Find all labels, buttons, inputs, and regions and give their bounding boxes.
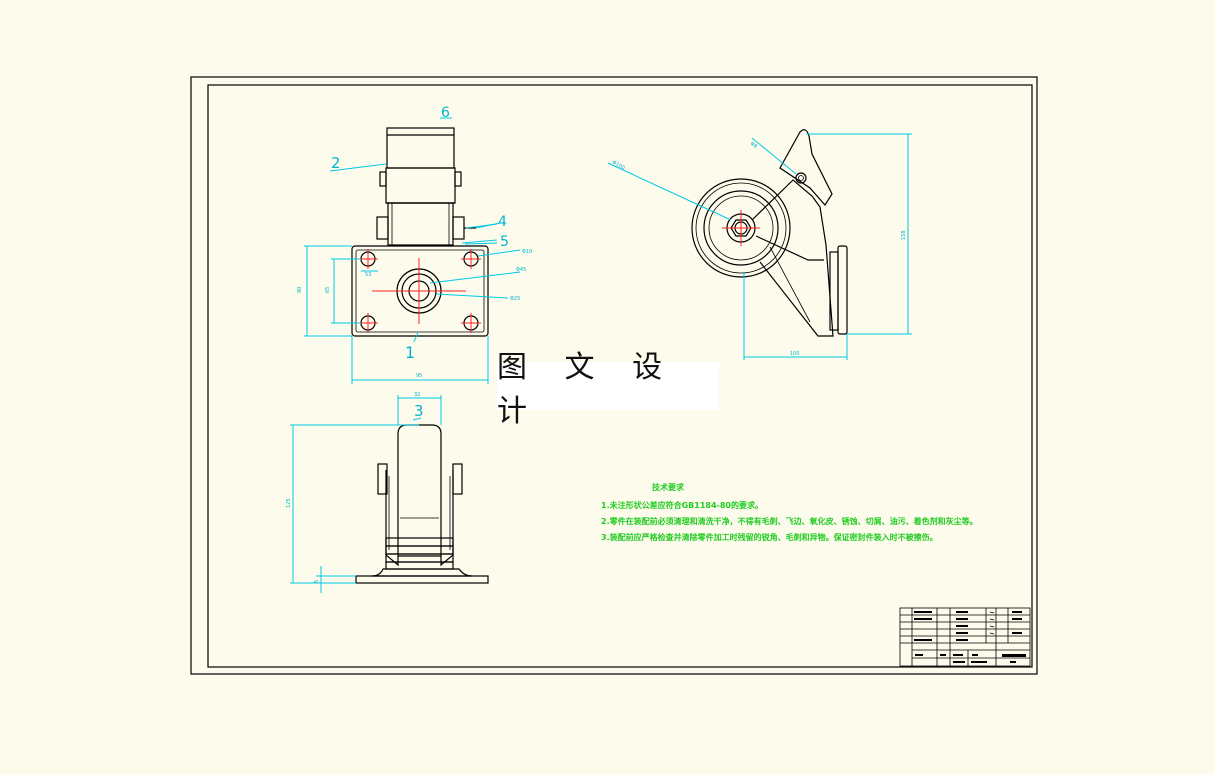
- side-view-dimensions: [607, 133, 912, 360]
- balloon-3: 3: [414, 402, 424, 420]
- svg-text:158: 158: [901, 230, 907, 240]
- svg-text:Φ45: Φ45: [516, 267, 526, 273]
- svg-text:65: 65: [325, 287, 331, 293]
- svg-text:Φ100: Φ100: [611, 160, 626, 172]
- svg-text:53: 53: [365, 272, 371, 278]
- svg-text:90: 90: [297, 287, 303, 293]
- tech-requirements: 技术要求 1.未注形状公差应符合GB1184-80的要求。 2.零件在装配前必须…: [601, 482, 978, 542]
- front-view-dimensions: [290, 395, 442, 593]
- title-block: [899, 607, 1031, 667]
- top-view: 90 65 95 53 Φ45 Φ25 Φ10: [297, 127, 532, 384]
- bolt-holes: [358, 249, 481, 333]
- svg-text:32: 32: [414, 392, 420, 398]
- top-view-dimensions: [304, 222, 521, 384]
- front-view: 125 5 32: [286, 392, 489, 593]
- balloon-1: 1: [405, 343, 415, 362]
- svg-text:95: 95: [416, 373, 422, 379]
- tech-requirement-1: 1.未注形状公差应符合GB1184-80的要求。: [601, 500, 763, 510]
- svg-text:Φ8: Φ8: [749, 141, 758, 150]
- tech-requirements-title: 技术要求: [652, 482, 685, 492]
- balloon-5: 5: [500, 234, 509, 250]
- svg-text:Φ25: Φ25: [510, 296, 520, 302]
- balloon-labels: 2 1 3 4 5 6: [331, 105, 509, 420]
- svg-text:100: 100: [790, 351, 800, 357]
- side-view: 158 100 Φ100 Φ8: [607, 129, 912, 360]
- watermark: 图 文 设 计: [497, 350, 719, 429]
- balloon-6: 6: [441, 105, 450, 121]
- svg-text:125: 125: [286, 498, 292, 508]
- svg-text:Φ10: Φ10: [522, 249, 532, 255]
- tech-requirement-2: 2.零件在装配前必须清理和清洗干净，不得有毛刺、飞边、氧化皮、锈蚀、切屑、油污、…: [601, 516, 978, 526]
- balloon-leaders: [329, 117, 498, 421]
- svg-text:5: 5: [314, 580, 320, 583]
- inner-frame: [207, 84, 1033, 668]
- balloon-4: 4: [498, 214, 507, 230]
- balloon-2: 2: [331, 154, 341, 172]
- outer-frame: [190, 76, 1038, 675]
- tech-requirement-3: 3.装配前应严格检查并清除零件加工时残留的锐角、毛刺和异物。保证密封件装入时不被…: [601, 532, 938, 542]
